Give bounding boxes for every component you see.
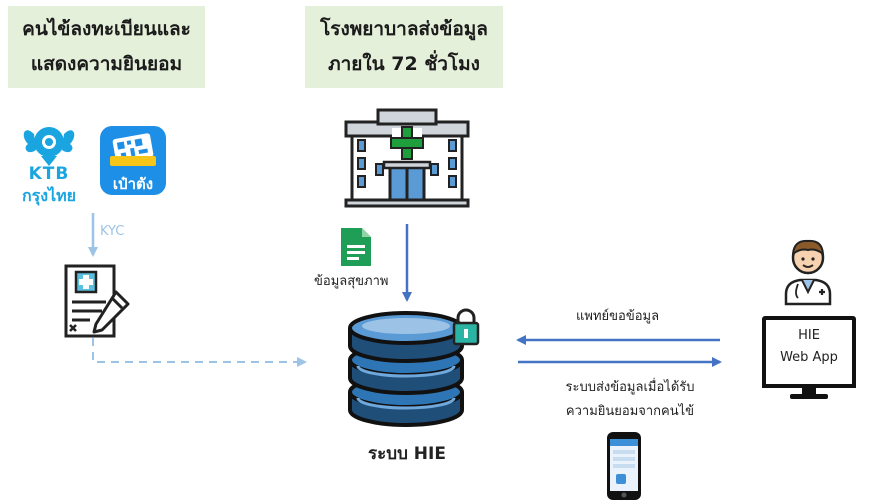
ktb-logo: KTB กรุงไทย (14, 120, 84, 205)
patient-step-line1: คนไข้ลงทะเบียนและ (22, 18, 191, 40)
monitor-base (790, 394, 828, 399)
monitor-neck (802, 388, 816, 396)
send-note-line2: ความยินยอมจากคนไข้ (565, 404, 695, 419)
web-app-line1: HIE (798, 328, 820, 343)
patient-step-box: คนไข้ลงทะเบียนและ แสดงความยินยอม (8, 6, 205, 88)
paotang-label: เป๋าตัง (112, 175, 154, 193)
send-note-line1: ระบบส่งข้อมูลเมื่อได้รับ (565, 380, 695, 395)
qr-wallet-icon (110, 133, 156, 166)
smartphone-icon (607, 432, 641, 500)
health-data-label: ข้อมูลสุขภาพ (314, 274, 389, 289)
doctor-request-label: แพทย์ขอข้อมูล (576, 309, 660, 324)
kyc-label: KYC (100, 224, 125, 239)
hospital-icon (344, 108, 470, 208)
medical-form-icon (64, 264, 130, 338)
doctor-icon (784, 239, 832, 306)
hospital-step-line2: ภายใน 72 ชั่วโมง (328, 53, 480, 75)
hospital-step-line1: โรงพยาบาลส่งข้อมูล (320, 18, 488, 40)
ktb-logo-bottom-text: กรุงไทย (21, 186, 77, 205)
ktb-bird-icon (23, 127, 75, 166)
hospital-step-box: โรงพยาบาลส่งข้อมูล ภายใน 72 ชั่วโมง (305, 6, 503, 88)
health-document-icon (341, 228, 371, 266)
hie-web-app-monitor: HIE Web App (762, 316, 856, 388)
lock-icon (452, 308, 480, 346)
monitor-stand (762, 384, 856, 388)
consent-dashed-connector (92, 338, 307, 367)
patient-step-line2: แสดงความยินยอม (30, 53, 183, 75)
hie-system-label: ระบบ HIE (368, 444, 446, 464)
web-app-line2: Web App (780, 350, 838, 365)
hie-database-icon (348, 311, 464, 427)
paotang-app-icon: เป๋าตัง (100, 126, 166, 195)
ktb-logo-top-text: KTB (28, 164, 70, 184)
